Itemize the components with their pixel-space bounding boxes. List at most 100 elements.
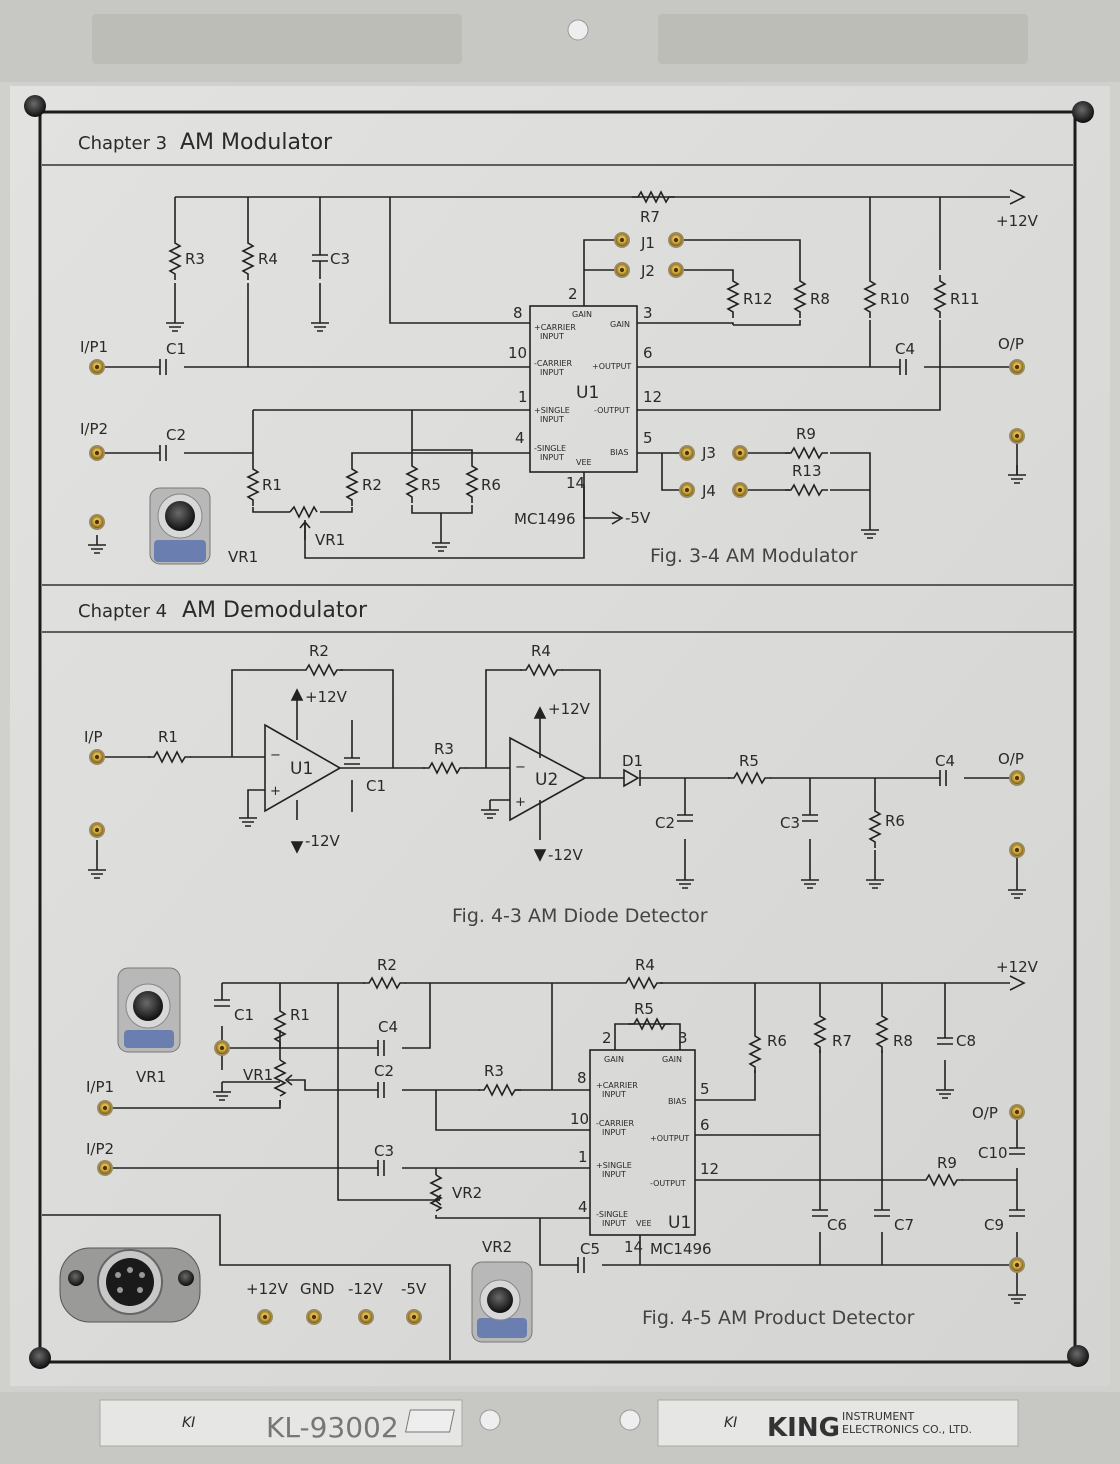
svg-text:-SINGLE: -SINGLE bbox=[596, 1210, 628, 1219]
svg-text:J4: J4 bbox=[701, 482, 716, 500]
ki-logo-right-text: KI bbox=[724, 1415, 737, 1431]
svg-text:INPUT: INPUT bbox=[540, 415, 564, 424]
svg-text:C2: C2 bbox=[374, 1062, 394, 1080]
svg-text:-OUTPUT: -OUTPUT bbox=[650, 1179, 686, 1188]
svg-text:-CARRIER: -CARRIER bbox=[596, 1119, 634, 1128]
svg-text:+CARRIER: +CARRIER bbox=[534, 323, 576, 332]
pot-knob-vr2-prod[interactable] bbox=[471, 1261, 533, 1343]
svg-text:R7: R7 bbox=[832, 1032, 852, 1050]
jumper-j1-a[interactable] bbox=[614, 232, 630, 248]
jumper-j2-b[interactable] bbox=[668, 262, 684, 278]
svg-text:R11: R11 bbox=[950, 290, 980, 308]
svg-text:C4: C4 bbox=[895, 340, 915, 358]
svg-text:R10: R10 bbox=[880, 290, 910, 308]
mod-op-label: O/P bbox=[998, 335, 1024, 353]
din-connector[interactable] bbox=[59, 1247, 201, 1323]
svg-text:5: 5 bbox=[700, 1080, 710, 1098]
screw-icon bbox=[1072, 101, 1094, 123]
jack-power-n5[interactable] bbox=[406, 1309, 422, 1325]
jumper-j1-b[interactable] bbox=[668, 232, 684, 248]
jumper-j3-a[interactable] bbox=[679, 445, 695, 461]
svg-text:J1: J1 bbox=[640, 234, 655, 252]
company-line2: ELECTRONICS CO., LTD. bbox=[842, 1423, 972, 1436]
model-number: KL-93002 bbox=[266, 1411, 399, 1444]
jack-prod-ip2[interactable] bbox=[97, 1160, 113, 1176]
jack-diode-op-gnd[interactable] bbox=[1009, 842, 1025, 858]
svg-text:R6: R6 bbox=[885, 812, 905, 830]
svg-text:C3: C3 bbox=[374, 1142, 394, 1160]
mod-ic-part: MC1496 bbox=[514, 510, 576, 528]
svg-text:14: 14 bbox=[566, 474, 585, 492]
jumper-j4-b[interactable] bbox=[732, 482, 748, 498]
pot-knob-vr1-mod[interactable] bbox=[149, 487, 211, 565]
jack-mod-op-gnd[interactable] bbox=[1009, 428, 1025, 444]
svg-text:INPUT: INPUT bbox=[602, 1128, 626, 1137]
jack-mod-op[interactable] bbox=[1009, 359, 1025, 375]
svg-text:R3: R3 bbox=[185, 250, 205, 268]
prod-vr1-knob-label: VR1 bbox=[136, 1068, 166, 1086]
jack-mod-ip1[interactable] bbox=[89, 359, 105, 375]
svg-text:R8: R8 bbox=[810, 290, 830, 308]
product-detector-circuit bbox=[105, 975, 1026, 1285]
jack-prod-op-gnd[interactable] bbox=[1009, 1257, 1025, 1273]
svg-text:R12: R12 bbox=[743, 290, 773, 308]
jumper-j4-a[interactable] bbox=[679, 482, 695, 498]
svg-text:R6: R6 bbox=[481, 476, 501, 494]
jack-mod-gnd[interactable] bbox=[89, 514, 105, 530]
svg-text:R2: R2 bbox=[309, 642, 329, 660]
svg-text:12: 12 bbox=[643, 388, 662, 406]
mod-ip2-label: I/P2 bbox=[80, 420, 108, 438]
jack-mod-ip2[interactable] bbox=[89, 445, 105, 461]
svg-text:+OUTPUT: +OUTPUT bbox=[592, 362, 631, 371]
prod-ic-name: U1 bbox=[668, 1213, 691, 1233]
prod-vr1-label: VR1 bbox=[243, 1066, 273, 1084]
svg-text:8: 8 bbox=[513, 304, 523, 322]
ki-logo-left-text: KI bbox=[182, 1415, 195, 1431]
svg-text:6: 6 bbox=[700, 1116, 710, 1134]
svg-text:R6: R6 bbox=[767, 1032, 787, 1050]
chapter4-label: Chapter 4 bbox=[78, 601, 167, 622]
jack-prod-vr1[interactable] bbox=[214, 1040, 230, 1056]
screw-icon bbox=[24, 95, 46, 117]
svg-text:-12V: -12V bbox=[548, 846, 583, 864]
svg-text:R4: R4 bbox=[635, 956, 655, 974]
jack-diode-op[interactable] bbox=[1009, 770, 1025, 786]
svg-text:GAIN: GAIN bbox=[572, 310, 592, 319]
svg-text:+SINGLE: +SINGLE bbox=[534, 406, 570, 415]
svg-text:1: 1 bbox=[518, 388, 528, 406]
jack-power-n12[interactable] bbox=[358, 1309, 374, 1325]
jack-power-gnd[interactable] bbox=[306, 1309, 322, 1325]
svg-text:3: 3 bbox=[643, 304, 653, 322]
svg-text:VEE: VEE bbox=[576, 458, 592, 467]
mod-ic-name: U1 bbox=[576, 383, 599, 403]
jack-prod-ip1[interactable] bbox=[97, 1100, 113, 1116]
svg-text:+: + bbox=[515, 795, 526, 810]
jack-prod-op[interactable] bbox=[1009, 1104, 1025, 1120]
svg-text:3: 3 bbox=[678, 1029, 688, 1047]
mod-pot-label: VR1 bbox=[315, 531, 345, 549]
svg-text:R9: R9 bbox=[937, 1154, 957, 1172]
svg-text:R7: R7 bbox=[640, 208, 660, 226]
footer: KI KL-93002 KI KING INSTRUMENT ELECTRONI… bbox=[99, 1399, 1019, 1447]
jumper-j2-a[interactable] bbox=[614, 262, 630, 278]
svg-text:R1: R1 bbox=[290, 1006, 310, 1024]
svg-text:C1: C1 bbox=[366, 777, 386, 795]
svg-text:C10: C10 bbox=[978, 1144, 1008, 1162]
svg-text:-OUTPUT: -OUTPUT bbox=[594, 406, 630, 415]
mod-ip1-label: I/P1 bbox=[80, 338, 108, 356]
jack-power-p12[interactable] bbox=[257, 1309, 273, 1325]
prod-vcc-label: +12V bbox=[996, 958, 1039, 976]
jumper-j3-b[interactable] bbox=[732, 445, 748, 461]
svg-text:J3: J3 bbox=[701, 444, 716, 462]
diode-ip-label: I/P bbox=[84, 728, 103, 746]
svg-text:R9: R9 bbox=[796, 425, 816, 443]
chapter3-title: AM Modulator bbox=[180, 130, 333, 155]
svg-text:5: 5 bbox=[643, 429, 653, 447]
jack-diode-gnd[interactable] bbox=[89, 822, 105, 838]
jack-diode-ip[interactable] bbox=[89, 749, 105, 765]
ki-logo-right bbox=[405, 1409, 455, 1433]
mod-vee-label: -5V bbox=[625, 509, 651, 527]
svg-text:GAIN: GAIN bbox=[610, 320, 630, 329]
pot-knob-vr1-prod[interactable] bbox=[117, 967, 181, 1053]
chapter3-label: Chapter 3 bbox=[78, 133, 167, 154]
